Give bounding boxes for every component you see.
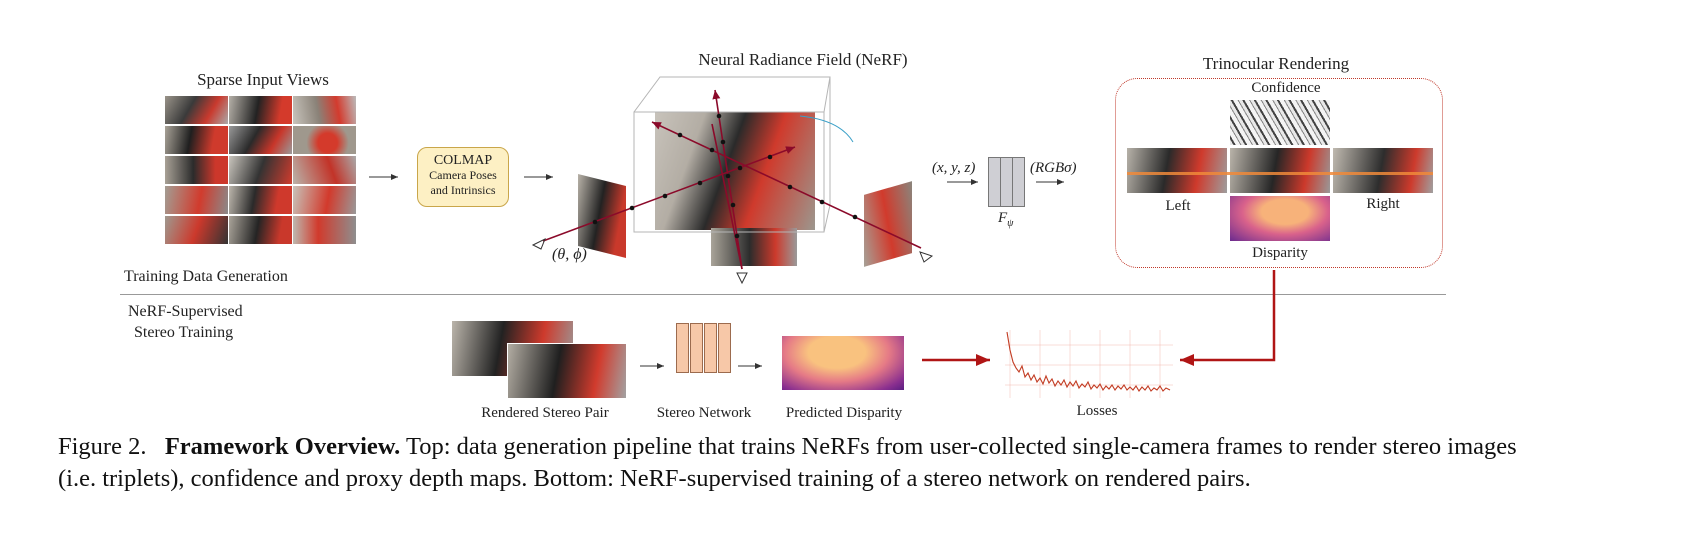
view-thumbnail xyxy=(229,126,292,154)
view-thumbnail xyxy=(293,216,356,244)
colmap-box: COLMAP Camera Poses and Intrinsics xyxy=(417,147,509,207)
trinocular-box xyxy=(1115,78,1443,268)
nerf-cube xyxy=(633,76,831,233)
xyz-label: (x, y, z) xyxy=(932,160,976,176)
view-thumbnail xyxy=(165,216,228,244)
epipolar-line xyxy=(1127,172,1433,175)
disparity-map xyxy=(1230,196,1330,241)
view-thumbnail xyxy=(293,96,356,124)
view-thumbnail xyxy=(229,156,292,184)
camera-marker-left xyxy=(531,237,546,250)
colmap-title: COLMAP xyxy=(433,153,493,168)
confidence-map xyxy=(1230,100,1330,145)
nerf-supervised-label-2: Stereo Training xyxy=(134,324,234,341)
stereo-network-label: Stereo Network xyxy=(656,405,752,421)
sparse-input-views-title: Sparse Input Views xyxy=(197,70,329,89)
view-thumbnail xyxy=(229,186,292,214)
section-divider xyxy=(120,294,1446,295)
view-thumbnail xyxy=(229,216,292,244)
caption-label: Figure 2. xyxy=(58,433,147,460)
nerf-title: Neural Radiance Field (NeRF) xyxy=(698,50,908,69)
left-view xyxy=(1127,148,1227,193)
f-psi-subscript: ψ xyxy=(1007,218,1014,229)
predicted-disparity-map xyxy=(782,336,904,390)
colmap-line2: and Intrinsics xyxy=(430,183,496,197)
caption-bold-title: Framework Overview. xyxy=(164,433,401,460)
trinocular-title: Trinocular Rendering xyxy=(1202,54,1350,73)
figure-caption: Figure 2. Framework Overview. Top: data … xyxy=(58,431,1518,495)
view-thumbnail xyxy=(229,96,292,124)
center-view xyxy=(1230,148,1330,193)
f-psi-label: Fψ xyxy=(998,210,1013,229)
nerf-network-layer xyxy=(1012,157,1025,207)
rendered-right-image xyxy=(508,344,626,398)
ray-sample-points xyxy=(592,113,858,239)
sparse-input-views-grid xyxy=(165,96,357,246)
camera-view-bottom xyxy=(711,228,797,266)
training-data-generation-label: Training Data Generation xyxy=(124,268,288,285)
losses-plot xyxy=(1005,330,1173,398)
theta-phi-label: (θ, ϕ) xyxy=(552,246,587,263)
losses-curve xyxy=(1006,331,1171,392)
view-thumbnail xyxy=(165,96,228,124)
stereo-network-layer xyxy=(718,323,731,373)
view-thumbnail xyxy=(293,126,356,154)
predicted-disparity-label: Predicted Disparity xyxy=(785,405,903,421)
camera-path-curve xyxy=(799,115,854,143)
nerf-supervised-label-1: NeRF-Supervised xyxy=(128,303,243,320)
caption-text: Top: data generation pipeline that train… xyxy=(58,433,1517,492)
view-thumbnail xyxy=(293,186,356,214)
nerf-scene-photo xyxy=(655,112,815,230)
camera-marker-right xyxy=(919,251,934,263)
rendered-stereo-pair-label: Rendered Stereo Pair xyxy=(481,405,609,421)
camera-rays xyxy=(542,89,922,270)
camera-marker-bottom xyxy=(736,272,748,285)
view-thumbnail xyxy=(165,186,228,214)
right-label: Right xyxy=(1366,196,1400,212)
disparity-label: Disparity xyxy=(1252,245,1308,261)
losses-label: Losses xyxy=(1076,403,1118,419)
left-label: Left xyxy=(1165,198,1191,214)
stereo-network-layer xyxy=(704,323,717,373)
view-thumbnail xyxy=(293,156,356,184)
view-thumbnail xyxy=(165,156,228,184)
stereo-network-layer xyxy=(690,323,703,373)
arrow-trinocular-to-losses xyxy=(1180,270,1276,366)
f-psi-main: F xyxy=(998,210,1008,226)
right-view xyxy=(1333,148,1433,193)
view-thumbnail xyxy=(165,126,228,154)
stereo-network-layer xyxy=(676,323,689,373)
colmap-line1: Camera Poses xyxy=(429,168,497,182)
rgb-sigma-label: (RGBσ) xyxy=(1030,160,1077,176)
confidence-label: Confidence xyxy=(1251,80,1321,96)
